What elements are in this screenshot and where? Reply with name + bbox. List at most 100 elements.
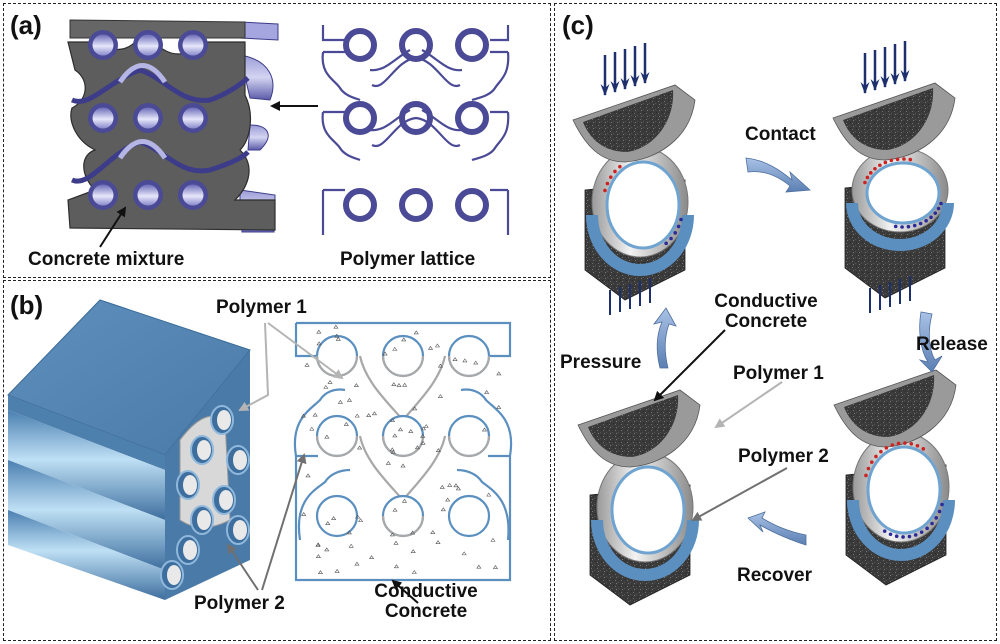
pointer-arrow-conductive-concrete-c [653,329,726,402]
aggregate [317,570,323,574]
positive-charge [873,166,877,171]
negative-charge [924,218,928,223]
aggregate [453,483,459,488]
positive-charge [908,157,913,162]
tube-hole [182,107,204,129]
aggregate [492,564,499,569]
positive-charge [895,157,900,162]
aggregate [389,532,395,537]
caption-recover: Recover [737,565,812,586]
positive-charge [613,169,617,174]
tube-hole [182,34,204,56]
polymer1-arc [447,435,491,458]
aggregate [354,561,360,566]
tube-hole [137,107,159,129]
positive-charge [883,160,888,165]
aggregate [366,413,372,417]
negative-charge [900,225,904,229]
aggregate [315,542,321,547]
tube-inner [219,490,233,510]
pointer-arrow-polymer2-c [691,467,788,521]
aggregate [411,569,417,574]
aggregate [410,549,416,554]
aggregate [312,412,318,417]
aggregate [389,418,396,422]
aggregate [300,413,307,418]
concrete-block-top [583,90,674,152]
tube-hole [92,184,114,206]
tube-inner [197,510,211,530]
tube-inner [217,410,231,430]
cycle-arrow-release[interactable] [918,311,943,373]
aggregate [327,379,333,384]
aggregate [410,530,416,535]
aggregate [337,399,343,404]
caption-polymer-lattice: Polymer lattice [340,249,476,270]
aggregate [371,411,378,416]
aggregate [408,429,414,433]
negative-charge [893,224,898,229]
positive-charge [869,460,874,464]
ring-hole [610,465,686,555]
aggregate [447,482,453,487]
pointer-arrow-polymer1-c [714,381,783,429]
caption-concrete-line2: Concrete [384,600,468,622]
aggregate [434,343,440,348]
aggregate [348,543,354,548]
positive-charge [603,188,607,193]
aggregate [353,383,359,388]
aggregate [412,406,418,411]
triboelectric-unit [572,43,696,315]
panel-label-b: (b) [10,290,44,320]
aggregate [397,427,404,432]
negative-charge [664,241,668,246]
negative-charge [673,231,678,235]
aggregate [401,337,407,342]
tube-hole [137,184,159,206]
aggregate [423,424,429,428]
aggregate [382,351,388,356]
panel-label-a: (a) [10,10,42,40]
aggregate [440,507,446,512]
tube-hole [182,184,204,206]
aggregate [355,514,361,519]
negative-charge [930,521,934,526]
caption-release: Release [916,334,988,355]
positive-charge [618,164,622,169]
aggregate [331,516,337,520]
lattice-ring [343,188,377,222]
aggregate [358,518,364,523]
concrete-aggregate-dots [300,324,502,574]
tube-hole [137,34,159,56]
caption-conductive-line1: Conductive [374,581,478,602]
lattice-ring [455,28,489,62]
ring-hole [605,160,681,250]
aggregate [324,547,330,552]
cycle-arrow-pressure[interactable] [653,307,677,369]
aggregate [334,568,340,573]
aggregate [400,463,406,468]
negative-charge [901,535,905,539]
aggregate [486,492,492,497]
aggregate [393,540,399,545]
negative-charge [925,526,929,531]
triboelectric-unit [832,41,956,313]
negative-charge [676,224,681,229]
negative-charge [933,211,938,215]
aggregate [354,413,360,418]
tube-inner [233,450,247,470]
positive-charge [863,180,867,185]
positive-charge [605,181,610,186]
negative-charge [936,206,941,211]
polymer1-arc [381,515,425,538]
cycle-arrow-recover[interactable] [747,511,807,546]
cycle-arrow-contact[interactable] [745,157,811,193]
pointer-arrow-polymer1-2d [267,322,344,380]
tube-hole [92,34,114,56]
caption-conductive-concrete-b: Conductive Concrete [366,582,486,622]
concrete-lattice-3d-model [67,19,279,233]
tube-inner [167,565,181,585]
aggregate [427,345,434,350]
two-polymer-rings [315,334,491,538]
concrete-block-top [843,88,934,150]
